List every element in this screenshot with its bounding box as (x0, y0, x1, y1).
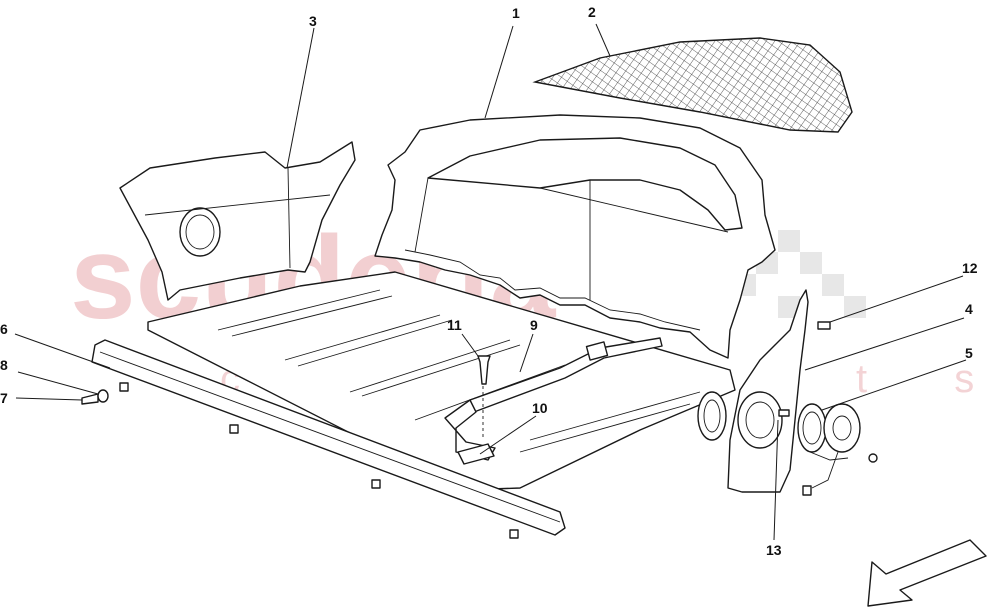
leader-lines (14, 23, 967, 541)
strap-bracket (457, 443, 495, 465)
callout-9: 9 (530, 317, 538, 333)
callout-7: 7 (0, 390, 8, 406)
callout-3: 3 (309, 13, 317, 29)
callout-13: 13 (766, 542, 782, 558)
luggage-strap (444, 337, 663, 461)
callout-4: 4 (965, 301, 973, 317)
speaker-grille (697, 391, 727, 441)
luggage-net (532, 37, 853, 133)
side-trim-panel (119, 141, 356, 301)
callout-2: 2 (588, 4, 596, 20)
callout-10: 10 (532, 400, 548, 416)
screw-and-washer (81, 389, 109, 405)
callout-5: 5 (965, 345, 973, 361)
callout-1: 1 (512, 5, 520, 21)
callout-8: 8 (0, 357, 8, 373)
rear-bulkhead-trim (374, 114, 776, 359)
callout-12: 12 (962, 260, 978, 276)
callout-6: 6 (0, 321, 8, 337)
screw (477, 355, 491, 440)
callouts: 1 2 3 4 5 6 7 8 9 10 11 12 13 (0, 4, 978, 558)
clip (778, 321, 831, 417)
speaker (797, 403, 878, 496)
speaker-trim-panel (727, 289, 809, 493)
callout-11: 11 (447, 317, 462, 333)
front-direction-arrow-icon (867, 539, 987, 607)
luggage-floor (147, 271, 736, 491)
